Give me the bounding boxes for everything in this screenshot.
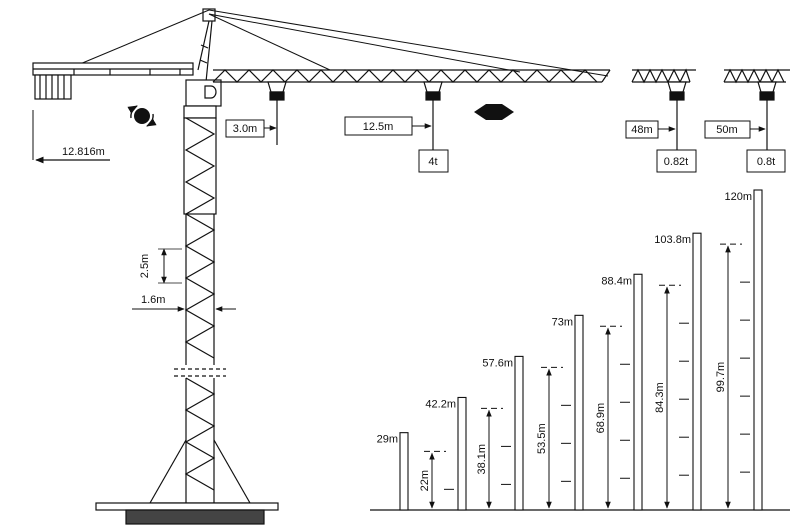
height-configurations: 29m 42.2m 22m 57.6m 38.1m 73m 53.5m 88.4m 68.9m 1…: [370, 189, 790, 511]
mast-width-dimension: 1.6m: [132, 294, 236, 312]
section-height-label: 2.5m: [139, 254, 151, 278]
load-label-0-8t: 0.8t: [757, 156, 775, 168]
slewing-unit: [183, 79, 222, 119]
mast-width-label: 1.6m: [141, 294, 165, 306]
trolley-travel-icon: [474, 104, 514, 120]
tower-height-label: 88.4m: [601, 275, 632, 287]
tower-height-bar: [692, 232, 702, 511]
height-config-4: 73m 53.5m: [536, 314, 584, 511]
tower-height-label: 120m: [724, 191, 752, 203]
radius-label-12-5m: 12.5m: [363, 121, 394, 133]
hook-height-label: 38.1m: [476, 444, 488, 475]
hook-height-label: 84.3m: [654, 382, 666, 413]
trolley-12-5m: [423, 81, 443, 150]
height-config-2: 42.2m 22m: [419, 396, 467, 511]
height-config-5: 88.4m 68.9m: [595, 273, 643, 511]
radius-label-50m: 50m: [716, 124, 737, 136]
tower-height-bar: [574, 314, 584, 511]
load-callout-3m: 3.0m: [225, 119, 277, 138]
tower-height-bar: [514, 355, 524, 511]
pendant-ties: [79, 9, 609, 77]
slewing-icon: [127, 105, 157, 127]
tower-height-label: 73m: [552, 316, 573, 328]
tower-height-label: 103.8m: [654, 234, 691, 246]
tower-height-bar: [753, 189, 763, 511]
hook-height-label: 68.9m: [595, 403, 607, 434]
section-height-dimension: 2.5m: [139, 248, 182, 284]
counter-jib-length-label: 12.816m: [62, 146, 105, 158]
hook-height-label: 99.7m: [715, 362, 727, 393]
height-config-3: 57.6m 38.1m: [476, 355, 524, 511]
tower-height-label: 57.6m: [482, 357, 513, 369]
tower-height-bar: [399, 432, 409, 511]
radius-label-3m: 3.0m: [233, 123, 257, 135]
tower-height-bar: [633, 273, 643, 511]
crane-elevation: [32, 8, 790, 525]
counter-jib-dimension: 12.816m: [32, 110, 110, 164]
jib-tip-section-50m: [723, 68, 790, 84]
tower-head: [197, 8, 216, 83]
tower-height-label: 42.2m: [425, 398, 456, 410]
mast: [174, 117, 226, 503]
crane-base: [95, 439, 279, 525]
load-label-0-82t: 0.82t: [664, 156, 688, 168]
jib-tip-section-48m: [631, 68, 696, 84]
counter-jib: [32, 62, 194, 100]
trolley-48m: [667, 81, 687, 150]
main-jib: [212, 69, 611, 83]
height-config-1: 29m: [377, 432, 409, 511]
height-bars: 29m 42.2m 22m 57.6m 38.1m 73m 53.5m 88.4m 68.9m 1…: [377, 189, 763, 511]
trolley-50m: [757, 81, 777, 150]
hook-height-label: 53.5m: [536, 423, 548, 454]
radius-label-48m: 48m: [631, 124, 652, 136]
load-callout-50m: 50m 0.8t: [704, 120, 786, 173]
tower-height-bar: [457, 396, 467, 511]
height-config-6: 103.8m 84.3m: [654, 232, 702, 511]
hook-height-label: 22m: [419, 470, 431, 491]
load-callout-12-5m: 12.5m 4t: [344, 116, 449, 173]
load-callout-48m: 48m 0.82t: [625, 120, 697, 173]
trolley-3m: [267, 81, 287, 145]
load-label-4t: 4t: [428, 156, 437, 168]
tower-height-label: 29m: [377, 434, 398, 446]
height-config-7: 120m 99.7m: [715, 189, 763, 511]
